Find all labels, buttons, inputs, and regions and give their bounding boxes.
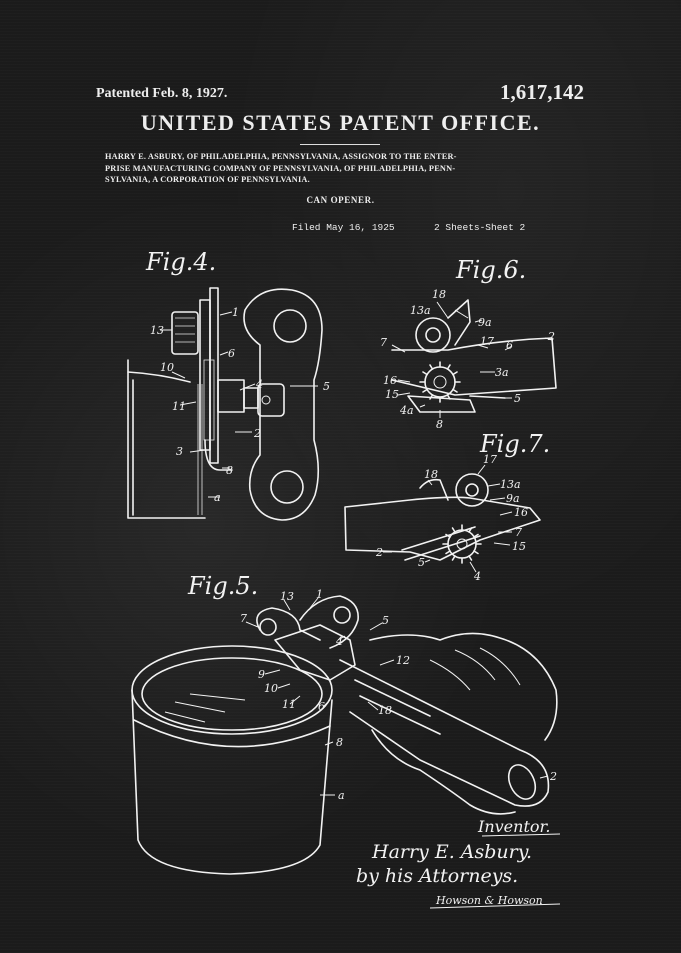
fig4-label: 2 [253, 427, 261, 440]
fig5-label: 13 [280, 590, 294, 603]
fig7-label: 2 [375, 546, 383, 559]
assignee-block: HARRY E. ASBURY, OF PHILADELPHIA, PENNSY… [105, 151, 580, 186]
fig7-label: 18 [424, 468, 438, 481]
assignee-line: PRISE MANUFACTURING COMPANY OF PENNSYLVA… [105, 163, 456, 173]
fig7-label: 4 [473, 570, 481, 583]
fig4-label: 6 [228, 347, 235, 360]
fig5-label: 8 [336, 736, 343, 749]
fig5-label: 2 [549, 770, 557, 783]
fig5-label: 4 [335, 635, 343, 648]
fig6-label: 16 [383, 374, 397, 387]
fig5-label: 12 [396, 654, 410, 667]
fig4-label: 13 [150, 324, 164, 337]
figure-4: Fig.4. 1 13 [127, 248, 330, 521]
fig6-label: 5 [514, 392, 521, 405]
assignee-line: HARRY E. ASBURY, OF PHILADELPHIA, PENNSY… [105, 152, 457, 161]
fig7-label: 7 [515, 526, 522, 539]
patent-number: 1,617,142 [500, 80, 584, 104]
fig7-label: 15 [512, 540, 526, 553]
sheet-count: 2 Sheets-Sheet 2 [434, 222, 526, 233]
figure-7: Fig.7. 18 17 13a 9a 16 7 15 2 5 4 [344, 430, 550, 583]
fig4-label: a [214, 491, 221, 504]
fig5-label: 18 [378, 704, 392, 717]
figure-5: Fig.5. 7 13 1 5 [131, 572, 558, 875]
fig4-label: 4 [255, 378, 263, 391]
filed-date: Filed May 16, 1925 [292, 222, 395, 233]
fig4-label: 5 [323, 380, 330, 393]
figure-4-title: Fig.4. [145, 248, 216, 276]
fig6-label: 2 [547, 330, 555, 343]
fig5-label: 9 [258, 668, 265, 681]
fig7-label: 5 [418, 556, 425, 569]
fig6-label: 17 [480, 335, 494, 348]
fig5-label: 1 [316, 588, 323, 601]
fig6-label: 4a [399, 404, 414, 417]
fig5-label: a [338, 789, 345, 802]
fig6-label: 9a [478, 316, 492, 329]
patent-date: Patented Feb. 8, 1927. [96, 86, 228, 101]
fig6-label: 7 [380, 336, 387, 349]
invention-title: CAN OPENER. [306, 195, 375, 205]
fig4-label: 10 [160, 361, 174, 374]
fig5-label: 11 [282, 698, 296, 711]
fig4-label: 1 [232, 306, 239, 319]
signature-block: Inventor. Harry E. Asbury. by his Attorn… [356, 817, 561, 909]
office-heading: UNITED STATES PATENT OFFICE. [140, 110, 541, 135]
fig6-label: 3a [495, 366, 509, 379]
inventor-caption: Inventor. [477, 817, 550, 836]
fig7-label: 17 [483, 453, 497, 466]
inventor-name: Harry E. Asbury. [371, 841, 532, 863]
fig7-label: 16 [514, 506, 528, 519]
fig4-label: 3 [176, 445, 183, 458]
fig6-label: 13a [410, 304, 431, 317]
fig6-label: 15 [385, 388, 399, 401]
figure-6-title: Fig.6. [455, 256, 526, 284]
fig5-label: 6 [318, 700, 325, 713]
heading-rule [300, 144, 380, 145]
fig4-label: 11 [172, 400, 186, 413]
fig5-label: 7 [240, 612, 247, 625]
fig6-label: 18 [432, 288, 446, 301]
fig7-label: 13a [500, 478, 521, 491]
assignee-line: SYLVANIA, A CORPORATION OF PENNSYLVANIA. [105, 175, 310, 184]
figure-6: Fig.6. 18 13a 9a 7 17 6 2 3a 16 15 4a [380, 256, 557, 431]
fig5-label: 10 [264, 682, 278, 695]
fig6-label: 8 [436, 418, 443, 431]
fig7-label: 9a [506, 492, 520, 505]
fig6-label: 6 [506, 339, 513, 352]
attorneys-line: by his Attorneys. [356, 865, 518, 887]
figure-7-title: Fig.7. [479, 430, 550, 458]
fig5-label: 5 [382, 614, 389, 627]
fig4-label: 8 [226, 464, 233, 477]
firm-signature: Howson & Howson [435, 894, 543, 907]
figure-5-title: Fig.5. [187, 572, 258, 600]
